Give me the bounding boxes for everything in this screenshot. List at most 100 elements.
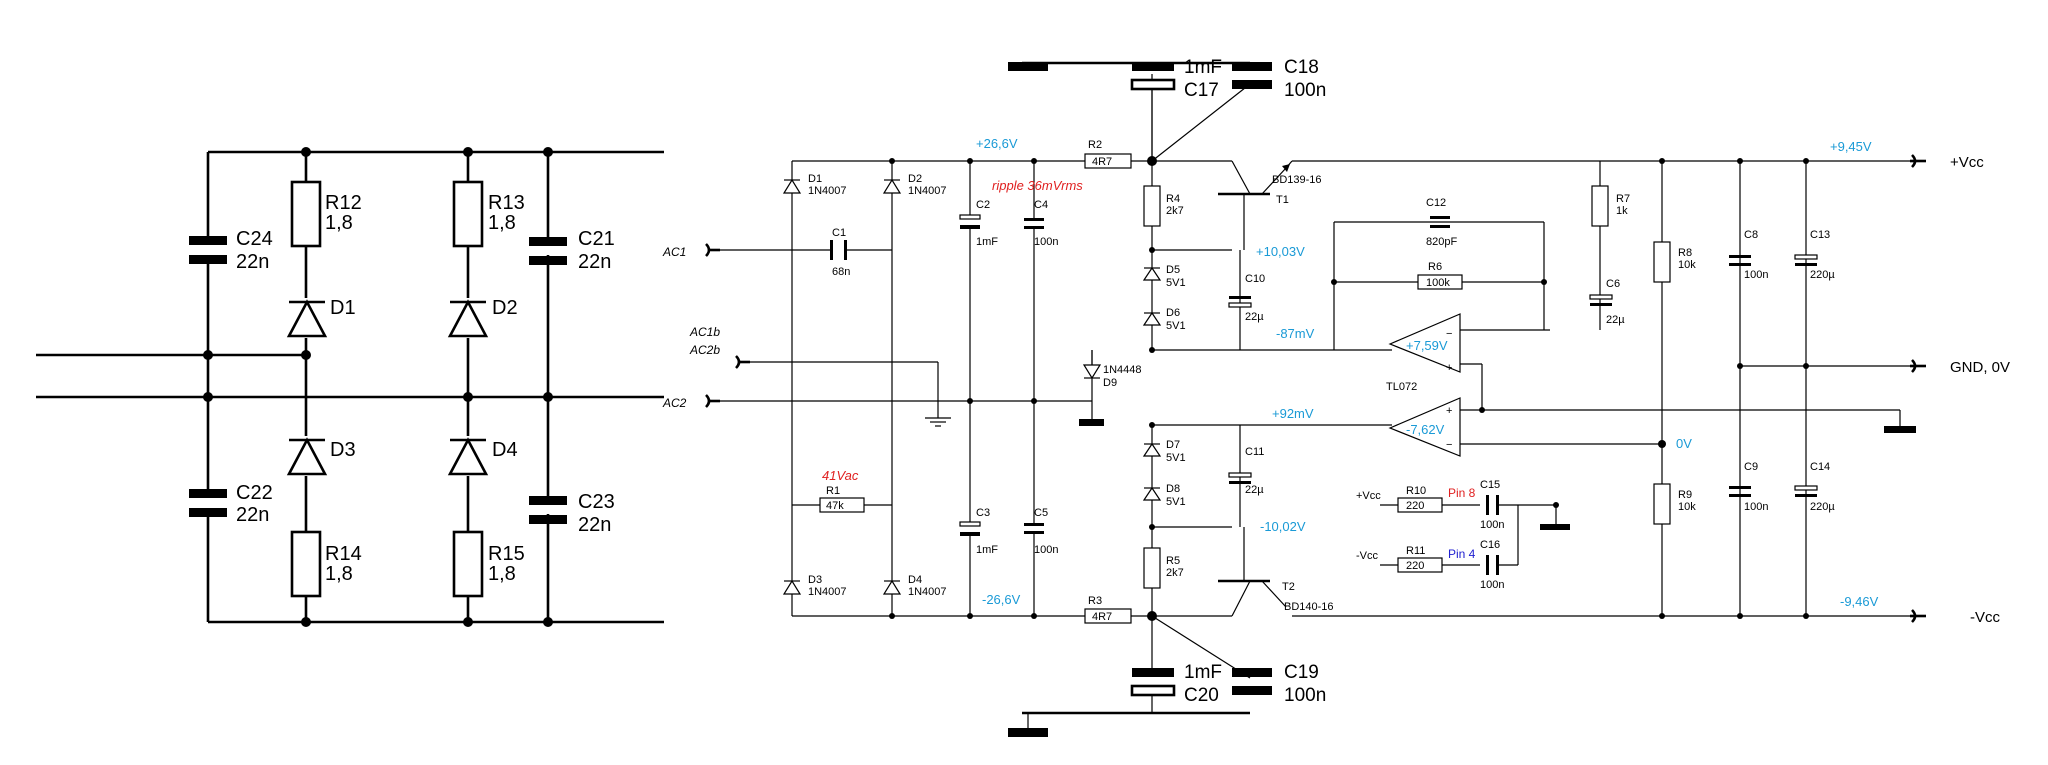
c20-plate xyxy=(1130,684,1176,697)
svg-text:-10,02V: -10,02V xyxy=(1260,519,1306,534)
r15-body xyxy=(452,530,484,598)
svg-text:1mF: 1mF xyxy=(1184,57,1222,78)
svg-text:C18: C18 xyxy=(1284,57,1319,78)
svg-text:C16: C16 xyxy=(1480,539,1500,551)
svg-text:820pF: 820pF xyxy=(1426,236,1457,248)
svg-text:C6: C6 xyxy=(1606,278,1620,290)
svg-text:R7: R7 xyxy=(1616,193,1630,205)
svg-text:+Vcc: +Vcc xyxy=(1356,490,1381,502)
ac1-label: AC1 xyxy=(662,245,686,259)
svg-text:41Vac: 41Vac xyxy=(822,468,859,483)
svg-text:-9,46V: -9,46V xyxy=(1840,594,1879,609)
svg-text:5V1: 5V1 xyxy=(1166,496,1186,508)
r8-body xyxy=(1653,241,1671,283)
svg-text:D4: D4 xyxy=(908,574,922,586)
r6-body xyxy=(1417,274,1463,290)
svg-text:100k: 100k xyxy=(1426,277,1450,289)
ac2-label: AC2 xyxy=(662,396,687,410)
svg-text:2k7: 2k7 xyxy=(1166,205,1184,217)
r12-value: 1,8 xyxy=(325,212,353,234)
c22-value: 22n xyxy=(236,504,269,526)
svg-text:R11: R11 xyxy=(1406,545,1425,557)
c21-name: C21 xyxy=(578,228,615,250)
svg-text:100n: 100n xyxy=(1034,544,1058,556)
c23-plate-bottom xyxy=(529,515,567,524)
d4-name: D4 xyxy=(492,439,518,461)
svg-text:22µ: 22µ xyxy=(1606,314,1625,326)
r11-body xyxy=(1397,557,1443,573)
r10-body xyxy=(1397,497,1443,513)
svg-text:100n: 100n xyxy=(1744,269,1768,281)
svg-text:Pin 8: Pin 8 xyxy=(1448,486,1476,500)
d3-name: D3 xyxy=(330,439,356,461)
svg-text:0V: 0V xyxy=(1676,436,1692,451)
svg-text:5V1: 5V1 xyxy=(1166,320,1186,332)
r13-name: R13 xyxy=(488,192,525,214)
c24-plate-bottom xyxy=(189,255,227,264)
svg-text:4R7: 4R7 xyxy=(1092,611,1112,623)
svg-text:+: + xyxy=(1446,405,1452,417)
svg-text:1N4007: 1N4007 xyxy=(808,185,847,197)
svg-text:D2: D2 xyxy=(908,173,922,185)
svg-text:220µ: 220µ xyxy=(1810,269,1835,281)
svg-text:100n: 100n xyxy=(1284,685,1326,706)
svg-text:R3: R3 xyxy=(1088,595,1102,607)
svg-text:1mF: 1mF xyxy=(976,236,998,248)
svg-text:C8: C8 xyxy=(1744,229,1758,241)
svg-text:-87mV: -87mV xyxy=(1276,326,1315,341)
c22-plate-bottom xyxy=(189,508,227,517)
svg-text:C4: C4 xyxy=(1034,199,1048,211)
svg-text:+: + xyxy=(1446,362,1452,374)
svg-text:1k: 1k xyxy=(1616,205,1628,217)
svg-text:22µ: 22µ xyxy=(1245,311,1264,323)
c21-plate-top xyxy=(529,237,567,246)
svg-text:+26,6V: +26,6V xyxy=(976,136,1018,151)
svg-text:+9,45V: +9,45V xyxy=(1830,139,1872,154)
vcc-pos-label: +Vcc xyxy=(1950,154,1984,171)
svg-text:1N4007: 1N4007 xyxy=(908,185,947,197)
opamp-lower xyxy=(1388,397,1461,457)
ac1b-label: AC1b xyxy=(689,325,720,339)
r12-name: R12 xyxy=(325,192,362,214)
svg-text:C3: C3 xyxy=(976,507,990,519)
c24-plate-top xyxy=(189,236,227,245)
svg-text:BD140-16: BD140-16 xyxy=(1284,601,1334,613)
r15-name: R15 xyxy=(488,543,525,565)
svg-text:D5: D5 xyxy=(1166,264,1180,276)
svg-text:5V1: 5V1 xyxy=(1166,452,1186,464)
svg-text:100n: 100n xyxy=(1480,519,1504,531)
svg-text:-26,6V: -26,6V xyxy=(982,592,1021,607)
svg-text:-7,62V: -7,62V xyxy=(1406,422,1445,437)
svg-text:D9: D9 xyxy=(1103,377,1117,389)
r1-body xyxy=(819,497,865,513)
r14-body xyxy=(290,530,322,598)
svg-text:C10: C10 xyxy=(1245,273,1265,285)
svg-text:1N4448: 1N4448 xyxy=(1103,364,1142,376)
d1-symbol xyxy=(286,298,328,338)
r13-body xyxy=(452,180,484,248)
svg-text:−: − xyxy=(1446,328,1452,340)
c17-plate xyxy=(1130,78,1176,91)
c22-name: C22 xyxy=(236,482,273,504)
svg-text:C15: C15 xyxy=(1480,479,1500,491)
svg-text:5V1: 5V1 xyxy=(1166,277,1186,289)
r5-body xyxy=(1143,547,1161,589)
svg-text:220: 220 xyxy=(1406,500,1424,512)
d2-name: D2 xyxy=(492,297,518,319)
svg-text:47k: 47k xyxy=(826,500,844,512)
svg-text:C20: C20 xyxy=(1184,685,1219,706)
r9-body xyxy=(1653,483,1671,525)
svg-text:C14: C14 xyxy=(1810,461,1830,473)
svg-text:+92mV: +92mV xyxy=(1272,406,1314,421)
d4-symbol xyxy=(447,436,489,476)
svg-text:1mF: 1mF xyxy=(976,544,998,556)
svg-text:2k7: 2k7 xyxy=(1166,567,1184,579)
svg-text:C2: C2 xyxy=(976,199,990,211)
svg-text:R9: R9 xyxy=(1678,489,1692,501)
svg-text:-Vcc: -Vcc xyxy=(1356,550,1379,562)
svg-text:−: − xyxy=(1446,439,1452,451)
svg-text:+7,59V: +7,59V xyxy=(1406,338,1448,353)
bridge-diodes xyxy=(782,178,902,595)
r14-name: R14 xyxy=(325,543,362,565)
svg-text:C11: C11 xyxy=(1245,446,1264,458)
